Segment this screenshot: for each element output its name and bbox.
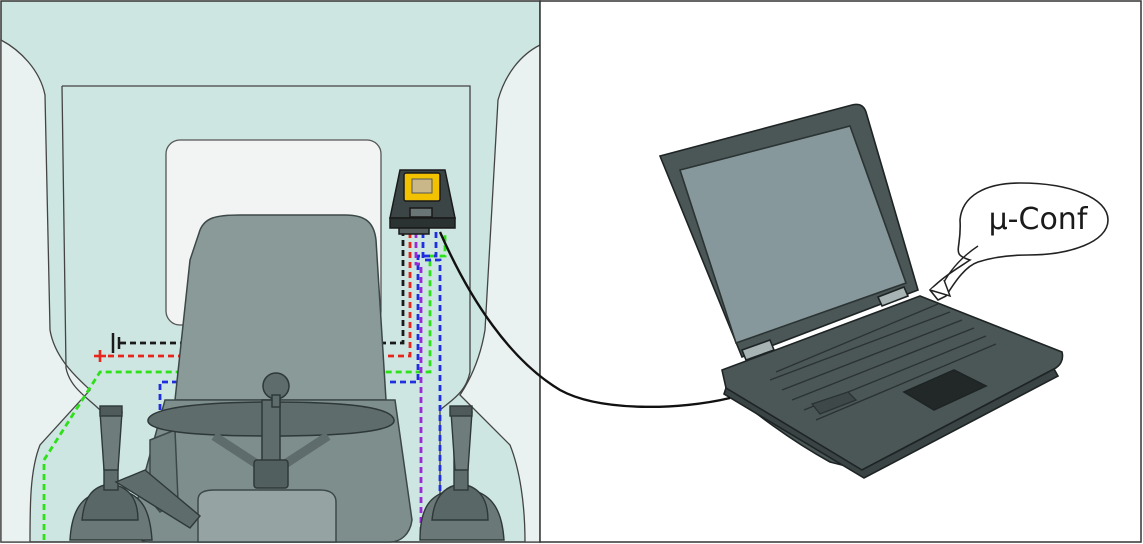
seat-base <box>197 489 337 543</box>
laptop-screen <box>678 125 908 345</box>
laptop-panel <box>539 0 1142 543</box>
cab-left-pillar <box>0 38 91 543</box>
laptop-icon <box>658 103 1064 479</box>
steering-hub <box>253 459 289 489</box>
controller-connector <box>398 227 430 235</box>
joystick-left <box>69 405 201 541</box>
callout-bubble <box>928 182 1109 302</box>
wire-purple <box>414 232 423 540</box>
seat-backrest <box>174 214 387 401</box>
wire-blue-right <box>421 232 442 502</box>
positive-terminal-symbol <box>94 350 106 362</box>
callout-label: μ-Conf <box>989 202 1089 237</box>
laptop-trackpad <box>902 369 988 411</box>
callout-arrow <box>929 279 952 298</box>
controller-unit-icon <box>389 169 456 235</box>
laptop-keyboard <box>769 303 997 421</box>
connection-cable <box>438 231 731 409</box>
cab-right-pillar <box>459 43 541 543</box>
cab-trim-line-left <box>61 85 101 411</box>
wire-green <box>42 232 447 540</box>
software-callout: μ-Conf <box>928 182 1109 302</box>
joystick-right <box>419 405 505 541</box>
battery-ground-symbol <box>111 333 121 353</box>
joystick-left-lever <box>114 469 201 529</box>
cab-panel <box>0 0 541 543</box>
laptop-base-edge <box>723 367 1060 479</box>
steering-wheel <box>147 372 395 489</box>
wire-blue-mid <box>390 232 438 384</box>
